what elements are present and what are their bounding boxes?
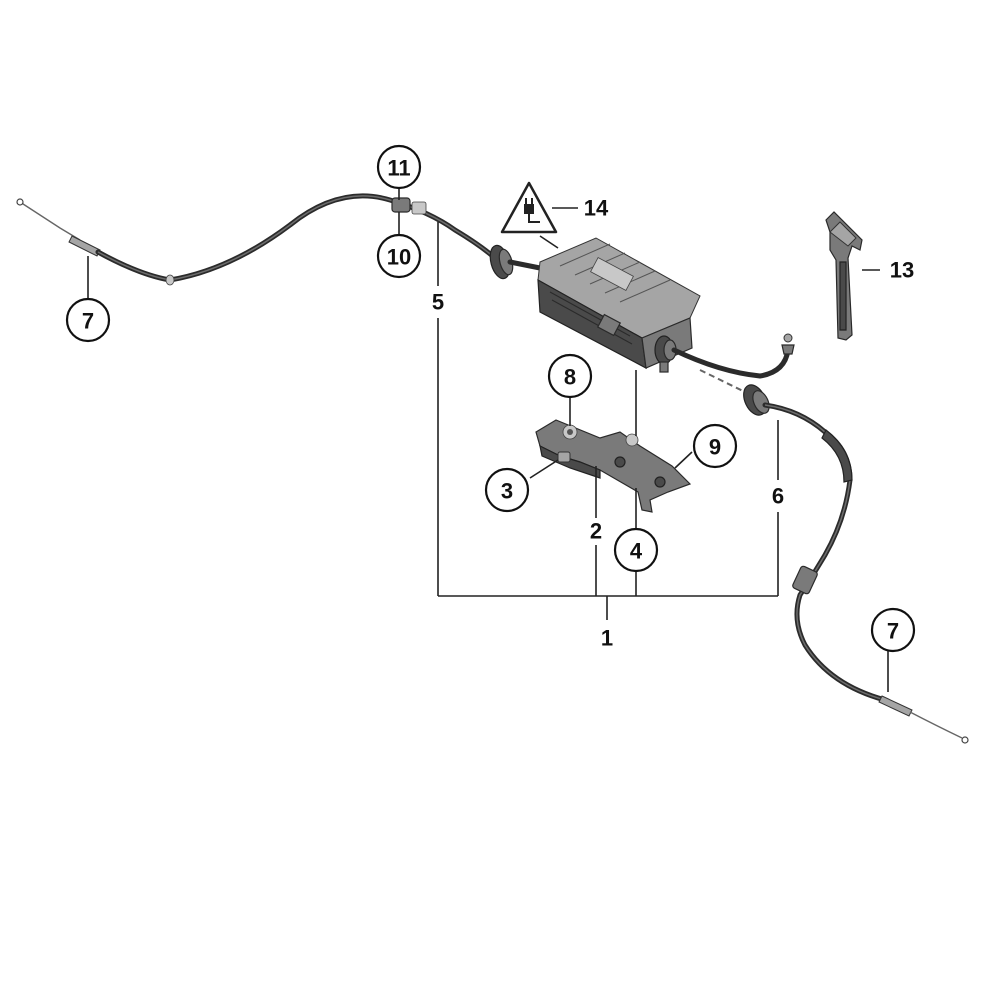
callout-9-text: 9 [709,435,721,460]
label-6: 6 [772,484,784,509]
right-brake-cable [699,369,969,744]
label-14: 14 [584,196,609,221]
callout-7-left: 7 [65,297,111,343]
callout-7-right-text: 7 [887,619,899,644]
callout-8: 8 [547,353,593,399]
leader-lines [87,188,889,692]
left-brake-cable [16,193,543,286]
callout-3: 3 [484,467,530,513]
parking-brake-actuator [537,237,795,379]
callout-10: 10 [376,233,422,279]
callout-10-text: 10 [387,245,411,270]
warning-electrical-plug-icon [500,181,558,234]
callout-4: 4 [613,527,659,573]
callout-7-right: 7 [870,607,916,653]
callout-7-left-text: 7 [82,309,94,334]
callout-4-text: 4 [630,539,643,564]
part-13-bracket [825,211,863,341]
mounting-bracket [535,419,692,513]
label-2: 2 [590,519,602,544]
callout-3-text: 3 [501,479,513,504]
callout-11-text: 11 [387,156,410,181]
callout-9: 9 [692,423,738,469]
label-13: 13 [890,258,914,283]
label-5: 5 [432,290,444,315]
label-1: 1 [601,626,613,651]
callout-11: 11 [376,144,422,190]
callout-8-text: 8 [564,365,576,390]
